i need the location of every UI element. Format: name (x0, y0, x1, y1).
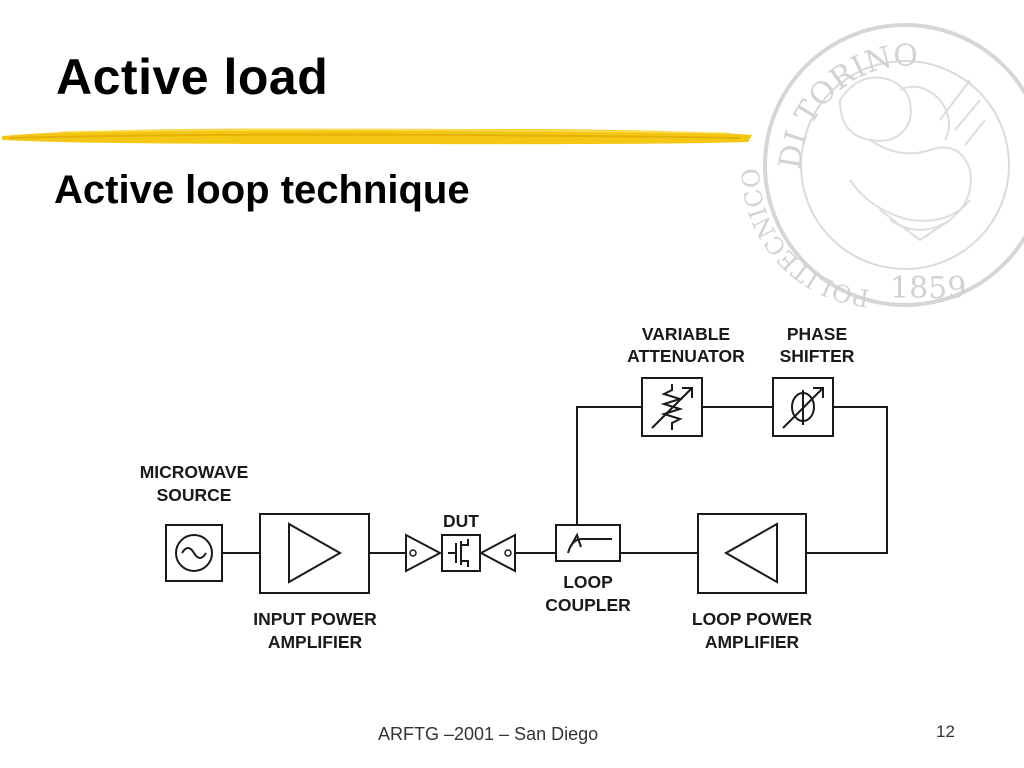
label-loop-amplifier-1: LOOP POWER (692, 609, 813, 629)
label-attenuator-2: ATTENUATOR (627, 346, 745, 366)
label-microwave-source-1: MICROWAVE (140, 462, 249, 482)
label-dut: DUT (443, 511, 479, 531)
brush-stroke-detail (9, 133, 741, 139)
label-loop-amplifier-2: AMPLIFIER (705, 632, 800, 652)
sine-wave-icon (181, 547, 207, 559)
label-attenuator-1: VARIABLE (642, 324, 730, 344)
label-loop-coupler-1: LOOP (563, 572, 613, 592)
loop-amplifier-block (697, 513, 807, 594)
coupler-arrow-icon (570, 532, 582, 548)
seal-figure (838, 76, 986, 242)
input-amplifier-block (259, 513, 370, 594)
slide-title: Active load (56, 49, 329, 105)
transistor-icon (448, 539, 469, 567)
seal-inner-ring (800, 60, 1010, 270)
dut-block (405, 533, 516, 573)
amplifier-triangle-reverse-icon (723, 522, 778, 584)
seal-outer-ring (763, 23, 1024, 307)
resistor-zigzag-icon (660, 384, 684, 430)
loop-coupler-block (555, 524, 621, 562)
fixture-left-icon (405, 533, 443, 573)
slide-footer: ARFTG –2001 – San Diego (378, 724, 599, 744)
label-input-amplifier-1: INPUT POWER (253, 609, 377, 629)
wire-coupler-to-attenuator (576, 406, 642, 548)
phase-shifter-block (772, 377, 834, 437)
brush-stroke-main (2, 128, 752, 145)
slide-subtitle: Active loop technique (54, 168, 470, 212)
label-phase-shifter-2: SHIFTER (780, 346, 855, 366)
seal-year: 1859 (890, 271, 966, 306)
phase-arrow-icon (782, 387, 824, 429)
page-number: 12 (936, 722, 955, 741)
label-phase-shifter-1: PHASE (787, 324, 847, 344)
wire-loop-return (806, 406, 888, 554)
amplifier-triangle-icon (288, 522, 343, 584)
brush-stroke-highlight (59, 129, 731, 134)
variable-attenuator-block (641, 377, 703, 437)
variable-arrow-icon (651, 387, 693, 429)
label-input-amplifier-2: AMPLIFIER (268, 632, 363, 652)
microwave-source-block (165, 524, 223, 582)
fixture-right-icon (478, 533, 516, 573)
label-microwave-source-2: SOURCE (157, 485, 232, 505)
label-loop-coupler-2: COUPLER (545, 595, 631, 615)
